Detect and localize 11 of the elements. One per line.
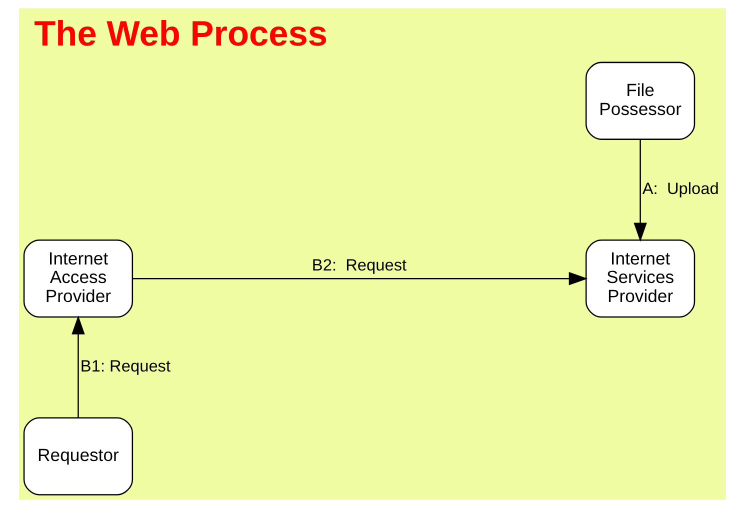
edge-label: B1: Request (80, 358, 170, 376)
node-box: Requestor (22, 417, 133, 496)
node-box: File Possessor (584, 62, 695, 140)
node-box: Internet Services Provider (584, 240, 695, 318)
arrow (132, 272, 588, 286)
edge-label: A: Upload (642, 180, 718, 198)
diagram-title: The Web Process (34, 14, 327, 54)
edge-label: B2: Request (311, 256, 406, 274)
node-box: Internet Access Provider (22, 240, 133, 318)
arrow (633, 140, 646, 242)
arrow (71, 316, 84, 418)
